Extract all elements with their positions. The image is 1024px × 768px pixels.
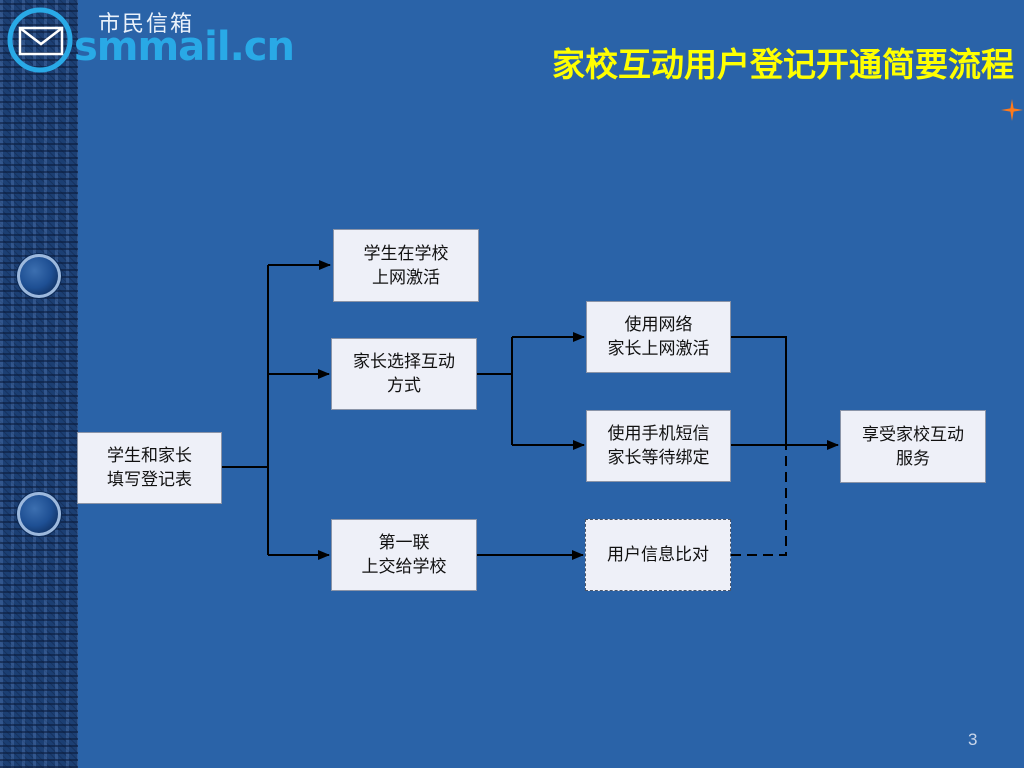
node-web-activation: 使用网络家长上网激活 [586, 301, 731, 373]
node-parent-choice: 家长选择互动方式 [331, 338, 477, 410]
logo-chinese-text: 市民信箱 [98, 12, 195, 37]
sparkle-icon [1001, 99, 1023, 121]
node-register: 学生和家长填写登记表 [77, 432, 222, 504]
logo-english-text: smmail.cn [74, 24, 295, 70]
page-number: 3 [968, 730, 978, 749]
node-sms-binding: 使用手机短信家长等待绑定 [586, 410, 731, 482]
decorative-ring [17, 492, 61, 536]
page-title: 家校互动用户登记开通简要流程 [552, 45, 1014, 84]
decorative-ring [17, 254, 61, 298]
node-first-copy: 第一联上交给学校 [331, 519, 477, 591]
node-service: 享受家校互动服务 [840, 410, 986, 483]
logo-envelope-icon [7, 7, 73, 73]
node-info-compare: 用户信息比对 [585, 519, 731, 591]
decorative-side-strip [0, 0, 78, 768]
connector-compare-dashed [731, 445, 787, 556]
node-student-activation: 学生在学校上网激活 [333, 229, 479, 302]
connector-web-down [731, 336, 787, 445]
